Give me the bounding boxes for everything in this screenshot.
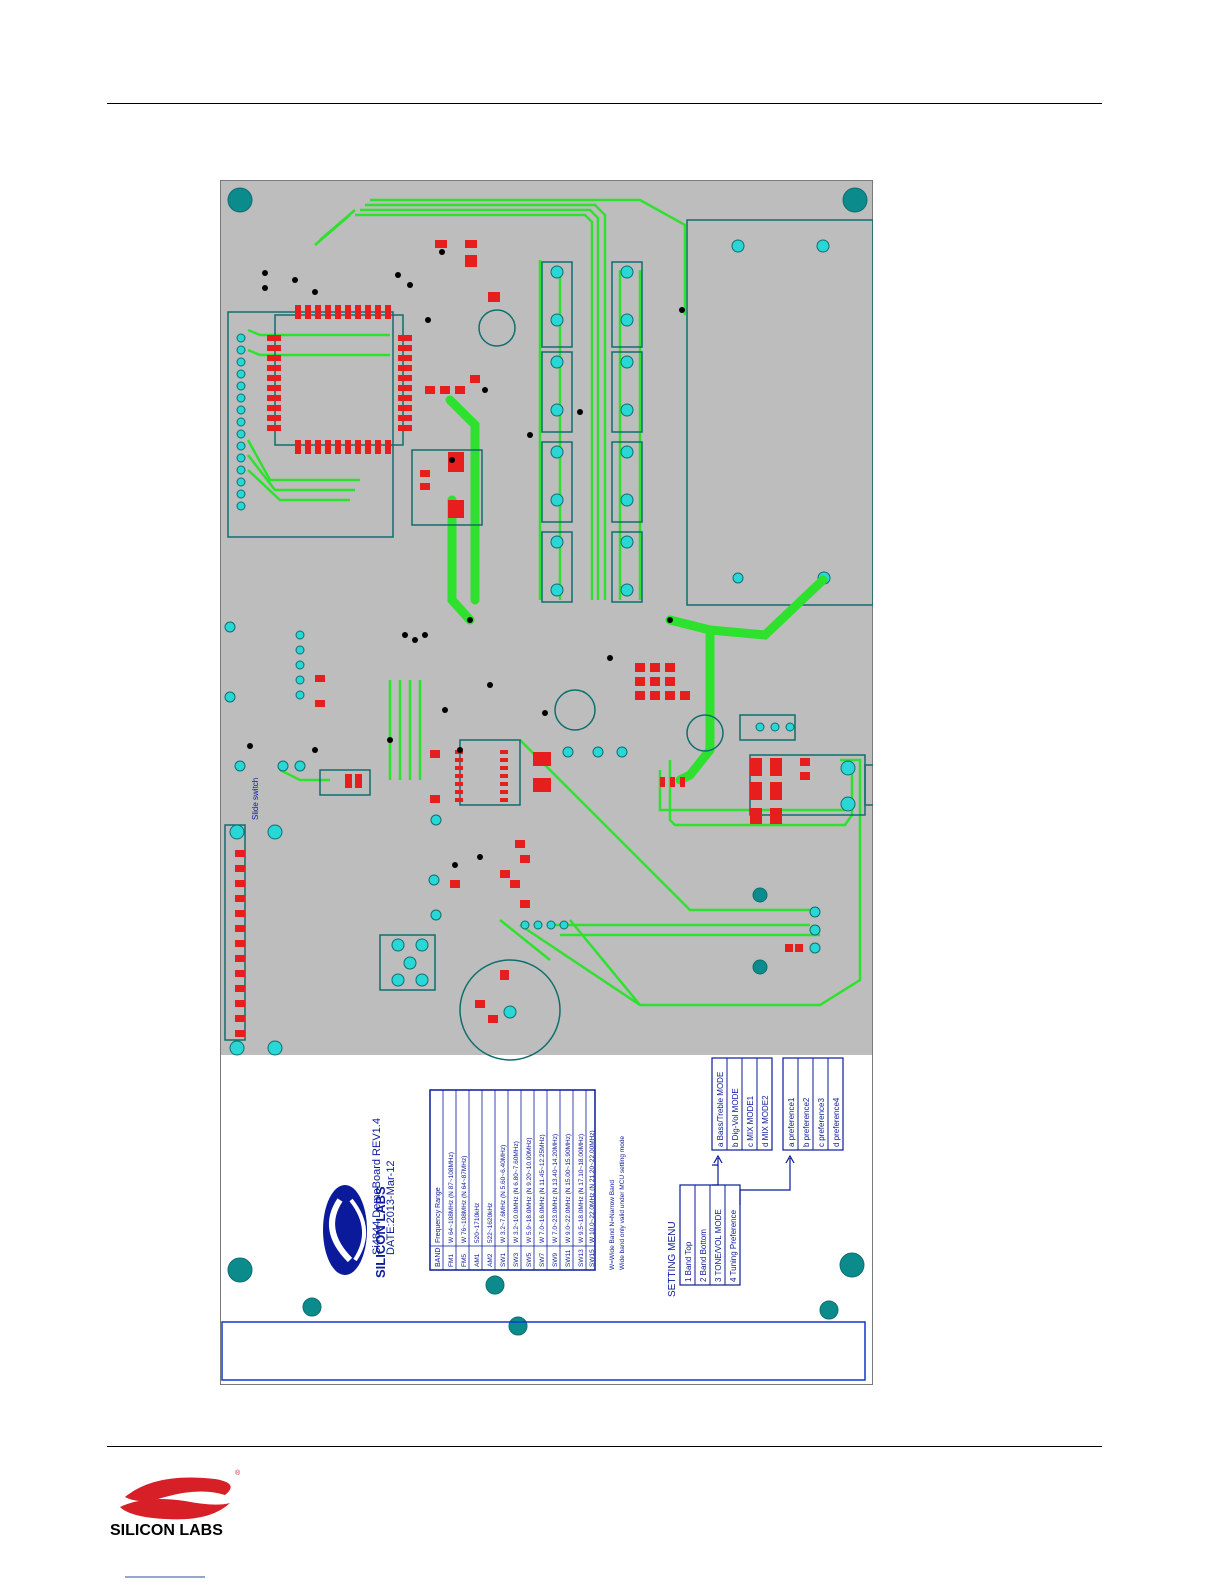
tone-vol-option: d MIX MODE2: [761, 1095, 770, 1147]
pcb-layout-figure: SILICON LABS Si4844 DemoBoard REV1.4 DAT…: [220, 180, 873, 1385]
band-cell: SW5: [526, 1253, 533, 1267]
board-logo-text: SILICON LABS: [373, 1186, 388, 1278]
tone-vol-option: a Bass/Treble MODE: [716, 1072, 725, 1147]
preference-option: d preference4: [832, 1097, 841, 1147]
tone-vol-options-box: a Bass/Treble MODE b Dig-Vol MODE c MIX …: [711, 1057, 773, 1151]
band-cell: FM1: [448, 1254, 455, 1267]
band-cell: AM2: [487, 1253, 494, 1267]
preference-option: c preference3: [817, 1098, 826, 1147]
board-date: DATE:2013-Mar-12: [385, 1160, 397, 1255]
range-cell: W 64~108MHz (N 87~108MHz): [448, 1152, 455, 1243]
svg-text:®: ®: [235, 1469, 241, 1477]
footer-link-underline: [125, 1576, 205, 1578]
band-cell: AM1: [474, 1253, 481, 1267]
board-legend-area: [220, 1055, 873, 1385]
smd-pads: [235, 240, 810, 1037]
silicon-labs-logo: ® SILICON LABS: [110, 1469, 241, 1539]
range-cell: W 3.2~10.0MHz (N 6.80~7.60MHz): [513, 1141, 520, 1243]
menu-arrows: [712, 1154, 795, 1205]
range-cell: W 9.5~18.0MHz (N 17.10~18.00MHz): [578, 1134, 585, 1243]
range-cell: W 76~108MHz (N 64~87MHz): [461, 1156, 468, 1243]
band-note-1: W=Wide Band N=Narrow Band: [609, 1180, 616, 1270]
module-outline: [686, 219, 873, 606]
band-cell: FM5: [461, 1254, 468, 1267]
footer-rule: [107, 1446, 1102, 1447]
legend-frame: [221, 1321, 866, 1381]
range-cell: W 9.0~22.0MHz (N 15.00~15.90MHz): [565, 1134, 572, 1243]
band-cell: SW15: [589, 1249, 596, 1267]
silicon-labs-logo-mark: ®: [120, 1469, 241, 1520]
band-note-2: Wide band only valid under MCU setting m…: [619, 1136, 626, 1270]
range-cell: 520~1710kHz: [474, 1203, 481, 1243]
band-cell: SW3: [513, 1253, 520, 1267]
band-cell: SW11: [565, 1249, 572, 1267]
band-cell: SW7: [539, 1253, 546, 1267]
band-header: BAND: [435, 1248, 442, 1267]
board-outline: [220, 180, 873, 1385]
via-dots: [247, 249, 685, 868]
range-cell: W 10.0~22.0MHz (N 21.20~22.00MHz): [589, 1130, 596, 1243]
range-cell: W 7.0~23.0MHz (N 13.40~14.20MHz): [552, 1134, 559, 1243]
setting-item: 3 TONE/VOL MODE: [714, 1209, 723, 1282]
tone-vol-option: c MIX MODE1: [746, 1095, 755, 1147]
preference-options-box: a preference1 b preference2 c preference…: [782, 1057, 844, 1151]
setting-menu-title: SETTING MENU: [667, 1221, 678, 1297]
band-table: BAND Frequency Range FM1 W 64~108MHz (N …: [429, 1089, 626, 1271]
through-hole-pads: [224, 265, 856, 1056]
slide-switch-label: Slide switch: [251, 778, 260, 820]
board-silicon-labs-logo: SILICON LABS: [323, 1185, 388, 1278]
range-cell: W 5.9~18.0MHz (N 9.20~10.00MHz): [526, 1138, 533, 1244]
setting-item: 2 Band Bottom: [699, 1229, 708, 1282]
band-cell: SW1: [500, 1253, 507, 1267]
header-rule: [107, 103, 1102, 104]
preference-option: a preference1: [787, 1097, 796, 1147]
range-cell: W 3.2~7.6MHz (N 5.60~6.40MHz): [500, 1145, 507, 1243]
frequency-header: Frequency Range: [435, 1187, 442, 1243]
setting-item: 1 Band Top: [684, 1241, 693, 1282]
range-cell: 522~1620kHz: [487, 1203, 494, 1243]
band-cell: SW9: [552, 1253, 559, 1267]
band-cell: SW13: [578, 1249, 585, 1267]
board-title: Si4844 DemoBoard REV1.4: [371, 1118, 383, 1255]
setting-item: 4 Tuning Preference: [729, 1209, 738, 1282]
setting-menu-box: 1 Band Top 2 Band Bottom 3 TONE/VOL MODE…: [679, 1184, 741, 1286]
footer-logo-text: SILICON LABS: [110, 1522, 223, 1539]
tone-vol-option: b Dig-Vol MODE: [731, 1088, 740, 1147]
range-cell: W 7.0~16.0MHz (N 11.45~12.25MHz): [539, 1134, 546, 1243]
preference-option: b preference2: [802, 1097, 811, 1147]
